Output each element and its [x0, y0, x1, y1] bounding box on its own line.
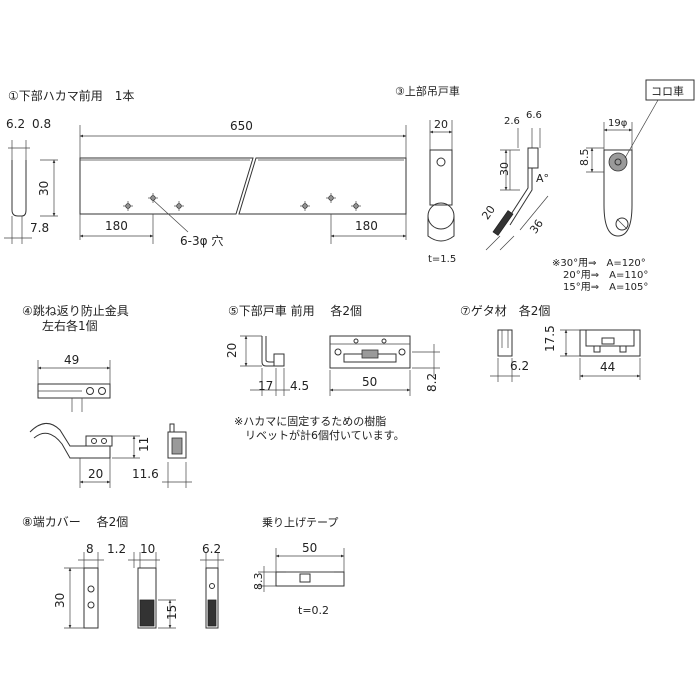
section-8-end-cover: ⑧端カバー 各2個 8 30 1.2 10 15: [22, 514, 224, 629]
dim-180-left: 180: [105, 219, 128, 233]
dim-6-2-geta: 6.2: [510, 359, 529, 373]
angle-row-1: ※30°用⇒ A=120°: [552, 258, 646, 269]
skirt-bar: [79, 125, 407, 244]
dim-30-hanger: 30: [498, 162, 511, 176]
dim-650: 650: [230, 119, 253, 133]
tape-title: 乗り上げテープ: [262, 516, 338, 529]
section-4-title-2: 左右各1個: [42, 318, 98, 333]
section-5-title: ⑤下部戸車 前用 各2個: [228, 303, 362, 318]
section-7-geta: ⑦ゲタ材 各2個 6.2 17.5 44: [460, 303, 641, 382]
angle-table: ※30°用⇒ A=120° 20°用⇒ A=110° 15°用⇒ A=105°: [552, 258, 648, 293]
hole-markers: [123, 193, 361, 211]
dim-angle-a: A°: [536, 172, 549, 185]
cover-view-c: [200, 552, 224, 629]
callout-label: コロ車: [651, 84, 684, 98]
roller-front-view: [329, 335, 440, 396]
callout-box: [645, 79, 695, 101]
cover-view-b: [128, 552, 176, 629]
section-7-title: ⑦ゲタ材 各2個: [460, 303, 550, 318]
angle-row-2: 20°用⇒ A=110°: [563, 270, 648, 281]
dim-4-5: 4.5: [290, 379, 309, 393]
section-3-upper-hanger: ③上部吊戸車 20 t=1.5: [395, 79, 695, 293]
dim-6-6: 6.6: [526, 110, 542, 121]
angle-row-3: 15°用⇒ A=105°: [563, 282, 648, 293]
dim-11-6: 11.6: [132, 467, 159, 481]
stopper-end-view: [162, 423, 192, 488]
dim-8-5: 8.5: [578, 149, 591, 167]
dim-11: 11: [137, 437, 151, 452]
skirt-profile: [4, 140, 58, 244]
hanger-side-view: [485, 128, 549, 251]
dim-19-phi: 19φ: [608, 118, 628, 129]
dim-0-8: 0.8: [32, 117, 51, 131]
dim-8-3-tape: 8.3: [252, 573, 265, 591]
dim-20-roller5: 20: [225, 343, 239, 358]
stopper-side-view: [29, 423, 140, 488]
dim-17-5: 17.5: [543, 325, 557, 352]
roller-note-2: リベットが計6個付いています。: [245, 428, 405, 442]
section-5-lower-roller: ⑤下部戸車 前用 各2個 20 17 4.5: [225, 303, 440, 442]
dim-20-roller: 20: [479, 203, 498, 222]
dim-1-2: 1.2: [107, 542, 126, 556]
dim-20-hanger: 20: [434, 118, 448, 131]
tape-view: [258, 548, 345, 592]
section-3-title: ③上部吊戸車: [395, 84, 460, 98]
cover-view-a: [64, 552, 104, 629]
section-4-title-1: ④跳ね返り防止金具: [22, 303, 129, 318]
dim-6-2-cover: 6.2: [202, 542, 221, 556]
roller-side-view: [240, 335, 290, 396]
thickness-1-5: t=1.5: [428, 254, 456, 265]
geta-front-view: [560, 329, 641, 380]
dim-50-tape: 50: [302, 541, 317, 555]
geta-side-view: [490, 329, 520, 382]
dim-44: 44: [600, 360, 615, 374]
dim-49: 49: [64, 353, 79, 367]
dim-20-stopper: 20: [88, 467, 103, 481]
dim-10-cover: 10: [140, 542, 155, 556]
section-4-rebound-stopper: ④跳ね返り防止金具 左右各1個 49 20 11: [22, 303, 192, 488]
dim-7-8: 7.8: [30, 221, 49, 235]
hole-spec: 6-3φ 穴: [180, 233, 223, 248]
dim-30: 30: [37, 181, 51, 196]
stopper-top-view: [37, 360, 111, 412]
dim-180-right: 180: [355, 219, 378, 233]
dim-17: 17: [258, 379, 273, 393]
hanger-front-view: [427, 120, 455, 242]
dim-8-cover: 8: [86, 542, 94, 556]
dim-6-2: 6.2: [6, 117, 25, 131]
dim-50-roller: 50: [362, 375, 377, 389]
roller-note-1: ※ハカマに固定するための樹脂: [234, 414, 386, 428]
dim-36: 36: [527, 217, 546, 236]
dim-30-cover: 30: [53, 593, 67, 608]
tape-thickness: t=0.2: [298, 604, 329, 617]
dim-2-6: 2.6: [504, 116, 520, 127]
dim-8-2: 8.2: [425, 373, 439, 392]
section-1-title: ①下部ハカマ前用 1本: [8, 88, 134, 103]
section-8-title: ⑧端カバー 各2個: [22, 514, 128, 529]
section-ride-up-tape: 乗り上げテープ 50 8.3 t=0.2: [252, 516, 345, 617]
dim-15-cover: 15: [165, 605, 179, 620]
section-1-lower-skirt: ①下部ハカマ前用 1本 6.2 0.8 30 7.8: [4, 88, 407, 248]
hanger-rear-view: [586, 79, 695, 237]
